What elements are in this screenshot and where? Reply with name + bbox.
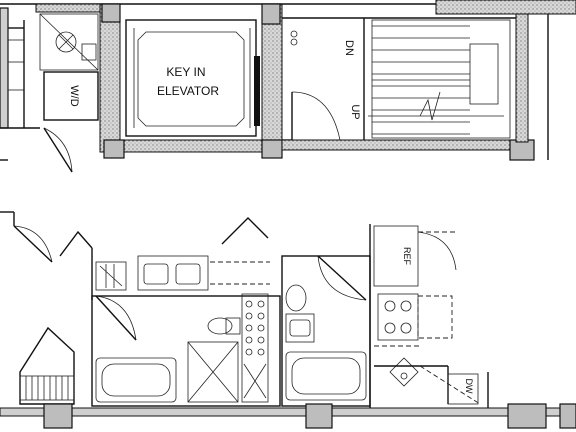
top-right-wall	[435, 0, 576, 15]
column	[507, 403, 547, 429]
left-partial-room	[0, 7, 40, 161]
sink-left	[143, 263, 169, 285]
elevator-label-line2: ELEVATOR	[157, 84, 219, 98]
elevator-door[interactable]	[254, 56, 260, 126]
shaft-wall-right	[261, 3, 283, 153]
utility-panel	[81, 43, 97, 61]
exterior-wall-bottom	[0, 407, 576, 417]
column	[101, 3, 121, 23]
shower	[187, 341, 239, 403]
shaft-wall-bottom	[119, 139, 263, 153]
water-heater-closet	[39, 13, 99, 71]
water-heater-icon	[55, 31, 77, 53]
refrigerator	[373, 225, 419, 287]
column	[103, 139, 125, 159]
lower-unit: REF DW	[0, 211, 576, 429]
column	[559, 403, 576, 429]
sink-right	[175, 263, 201, 285]
stair-down-label: DN	[343, 40, 355, 56]
elevator-label-line1: KEY IN	[166, 65, 205, 79]
upper-core: W/D KEY IN ELEVATOR	[0, 0, 576, 173]
closet-angled-wall-center	[221, 217, 269, 245]
bathtub	[95, 357, 177, 403]
linen-closet	[241, 293, 269, 403]
shaft-wall-left	[99, 3, 121, 153]
dishwasher-label: DW	[464, 379, 474, 394]
column	[509, 139, 535, 161]
closet-angled-wall	[59, 230, 93, 257]
bath2-door-swing[interactable]	[317, 255, 367, 301]
balcony	[19, 326, 75, 405]
laundry-door-swing[interactable]	[43, 127, 73, 173]
column	[261, 139, 283, 159]
stair-up-label: UP	[349, 104, 361, 119]
dishwasher	[447, 373, 479, 405]
laundry-closet: W/D	[35, 3, 101, 173]
double-vanity	[137, 255, 209, 291]
fixture-dot	[290, 30, 298, 38]
microwave-hood	[417, 295, 453, 339]
bath2-bathtub	[285, 351, 367, 401]
toilet	[207, 317, 233, 335]
bathtub-basin	[101, 363, 171, 397]
column	[261, 3, 281, 25]
shelf-unit	[95, 261, 127, 291]
bathroom-1-walls	[91, 295, 281, 407]
stair-break-line	[419, 91, 441, 121]
balcony-railing	[19, 375, 75, 401]
washer-dryer	[43, 71, 99, 121]
fixture-dot	[290, 38, 298, 46]
bath2-toilet	[285, 284, 307, 312]
stair-well	[371, 19, 511, 139]
stair-wall-right	[515, 13, 529, 143]
stair-hall: DN UP	[281, 13, 549, 161]
column	[305, 403, 333, 429]
elevator-cab	[137, 31, 245, 127]
stair-landing	[469, 43, 499, 105]
bathroom-2	[281, 255, 371, 407]
elevator-shaft: KEY IN ELEVATOR	[99, 3, 283, 159]
stair-wall-bottom	[281, 139, 517, 151]
stair-door-swing[interactable]	[291, 91, 341, 141]
bathroom-2-walls	[281, 255, 371, 407]
bathroom-1	[91, 255, 281, 407]
kitchen: REF DW	[369, 224, 489, 410]
bath2-sink	[285, 313, 315, 343]
refrigerator-label: REF	[402, 247, 412, 266]
cooktop	[377, 293, 419, 341]
ref-door-swing[interactable]	[417, 231, 457, 271]
kitchen-sink	[389, 357, 419, 387]
bath-door-swing[interactable]	[95, 295, 137, 341]
toilet-tank	[225, 317, 241, 335]
entry-door-swing[interactable]	[13, 225, 53, 263]
column	[43, 403, 73, 429]
washer-dryer-label: W/D	[68, 85, 80, 106]
